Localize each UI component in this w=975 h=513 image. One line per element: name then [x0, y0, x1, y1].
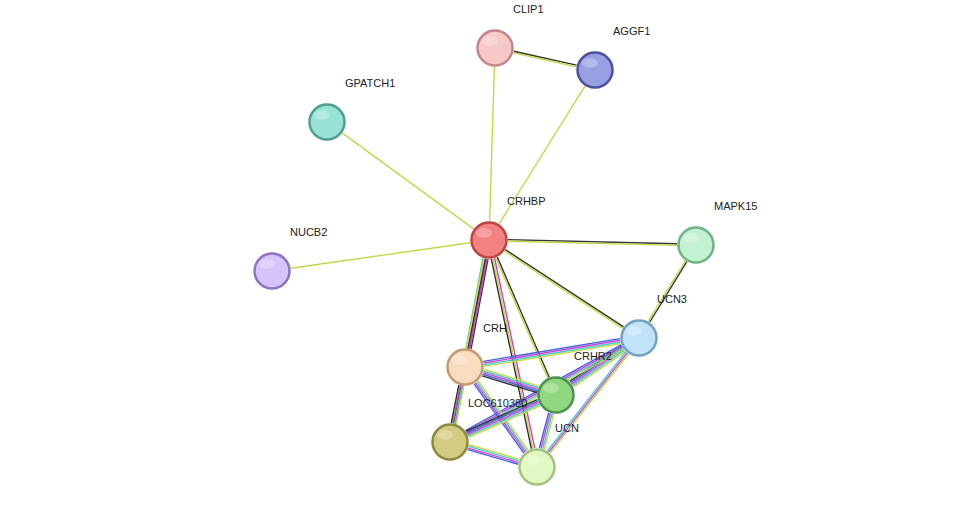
protein-node: GPATCH1	[308, 103, 346, 141]
protein-node: CRH	[446, 348, 484, 386]
interaction-edge	[451, 385, 464, 424]
interaction-edge	[468, 445, 520, 464]
interaction-edge	[499, 86, 585, 224]
protein-node: CRHBP	[470, 221, 508, 259]
node-circle	[576, 51, 614, 89]
interaction-edge	[508, 240, 677, 246]
node-label: UCN	[555, 422, 579, 435]
node-circle	[470, 221, 508, 259]
protein-node: AGGF1	[576, 51, 614, 89]
node-circle	[431, 423, 469, 461]
node-circle	[446, 348, 484, 386]
protein-node: CRHR2	[537, 376, 575, 414]
node-circle	[476, 29, 514, 67]
protein-node: NUCB2	[253, 252, 291, 290]
interaction-edge	[539, 413, 553, 450]
node-circle	[537, 376, 575, 414]
node-circle	[308, 103, 346, 141]
protein-node: UCN	[518, 448, 556, 486]
node-circle	[677, 226, 715, 264]
protein-node: CLIP1	[476, 29, 514, 67]
interaction-edge	[513, 51, 576, 66]
node-label: UCN3	[657, 293, 687, 306]
interaction-edge	[482, 369, 539, 392]
node-label: CLIP1	[513, 3, 544, 16]
protein-node: UCN3	[620, 319, 658, 357]
node-label: CRHR2	[574, 350, 612, 363]
node-label: NUCB2	[290, 226, 327, 239]
node-label: MAPK15	[714, 200, 757, 213]
node-circle	[253, 252, 291, 290]
interaction-edge	[342, 133, 473, 229]
node-label: AGGF1	[613, 25, 650, 38]
interaction-edge	[648, 261, 687, 322]
node-label: GPATCH1	[345, 77, 395, 90]
node-label: LOC610380	[468, 397, 527, 410]
protein-node: MAPK15	[677, 226, 715, 264]
interaction-edge	[490, 67, 495, 221]
interaction-edge	[291, 243, 470, 269]
protein-node: LOC610380	[431, 423, 469, 461]
node-circle	[620, 319, 658, 357]
node-label: CRHBP	[507, 195, 546, 208]
node-circle	[518, 448, 556, 486]
node-label: CRH	[483, 322, 507, 335]
